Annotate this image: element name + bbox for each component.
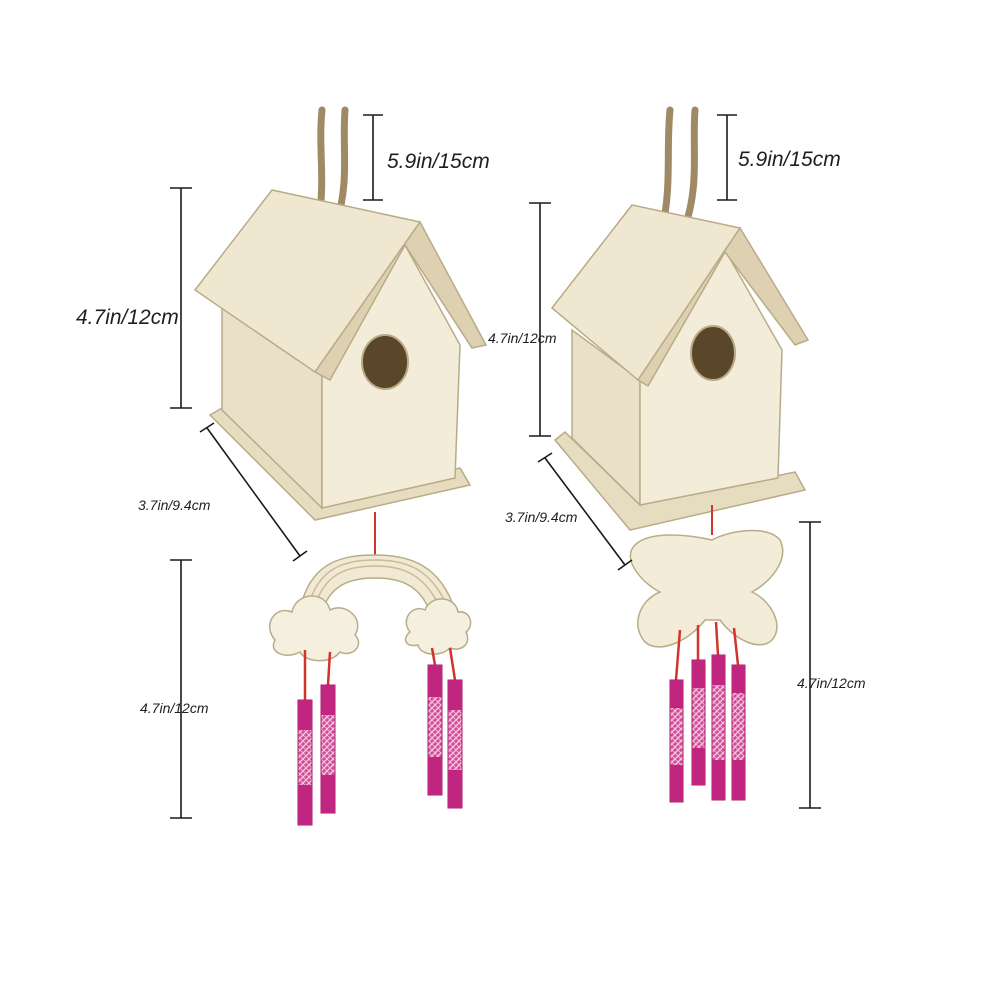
right-house-roof-front — [636, 226, 810, 388]
left-cloud-left — [269, 595, 360, 662]
right-chime-height-label: 4.7in/12cm — [797, 675, 866, 691]
right-house-width-label: 3.7in/9.4cm — [505, 509, 578, 525]
left-house-hole — [361, 334, 409, 390]
left-house-height-label: 4.7in/12cm — [76, 306, 179, 329]
left-house-width-label: 3.7in/9.4cm — [138, 497, 211, 513]
right-butterfly-charm — [629, 529, 784, 648]
right-house-base — [553, 431, 807, 531]
left-chime-height-label: 4.7in/12cm — [140, 700, 209, 716]
right-house-height-label: 4.7in/12cm — [488, 330, 557, 346]
right-chime-tubes — [669, 654, 746, 803]
right-birdhouse — [550, 106, 810, 803]
right-rope-length-label: 5.9in/15cm — [738, 148, 841, 171]
left-birdhouse — [193, 106, 488, 826]
left-cloud-right — [404, 598, 472, 655]
dimension-lines — [170, 114, 821, 819]
left-rope-length-label: 5.9in/15cm — [387, 150, 490, 173]
right-house-hole — [690, 325, 736, 381]
left-chime-tubes — [297, 664, 463, 826]
left-house-roof-front — [313, 220, 488, 382]
